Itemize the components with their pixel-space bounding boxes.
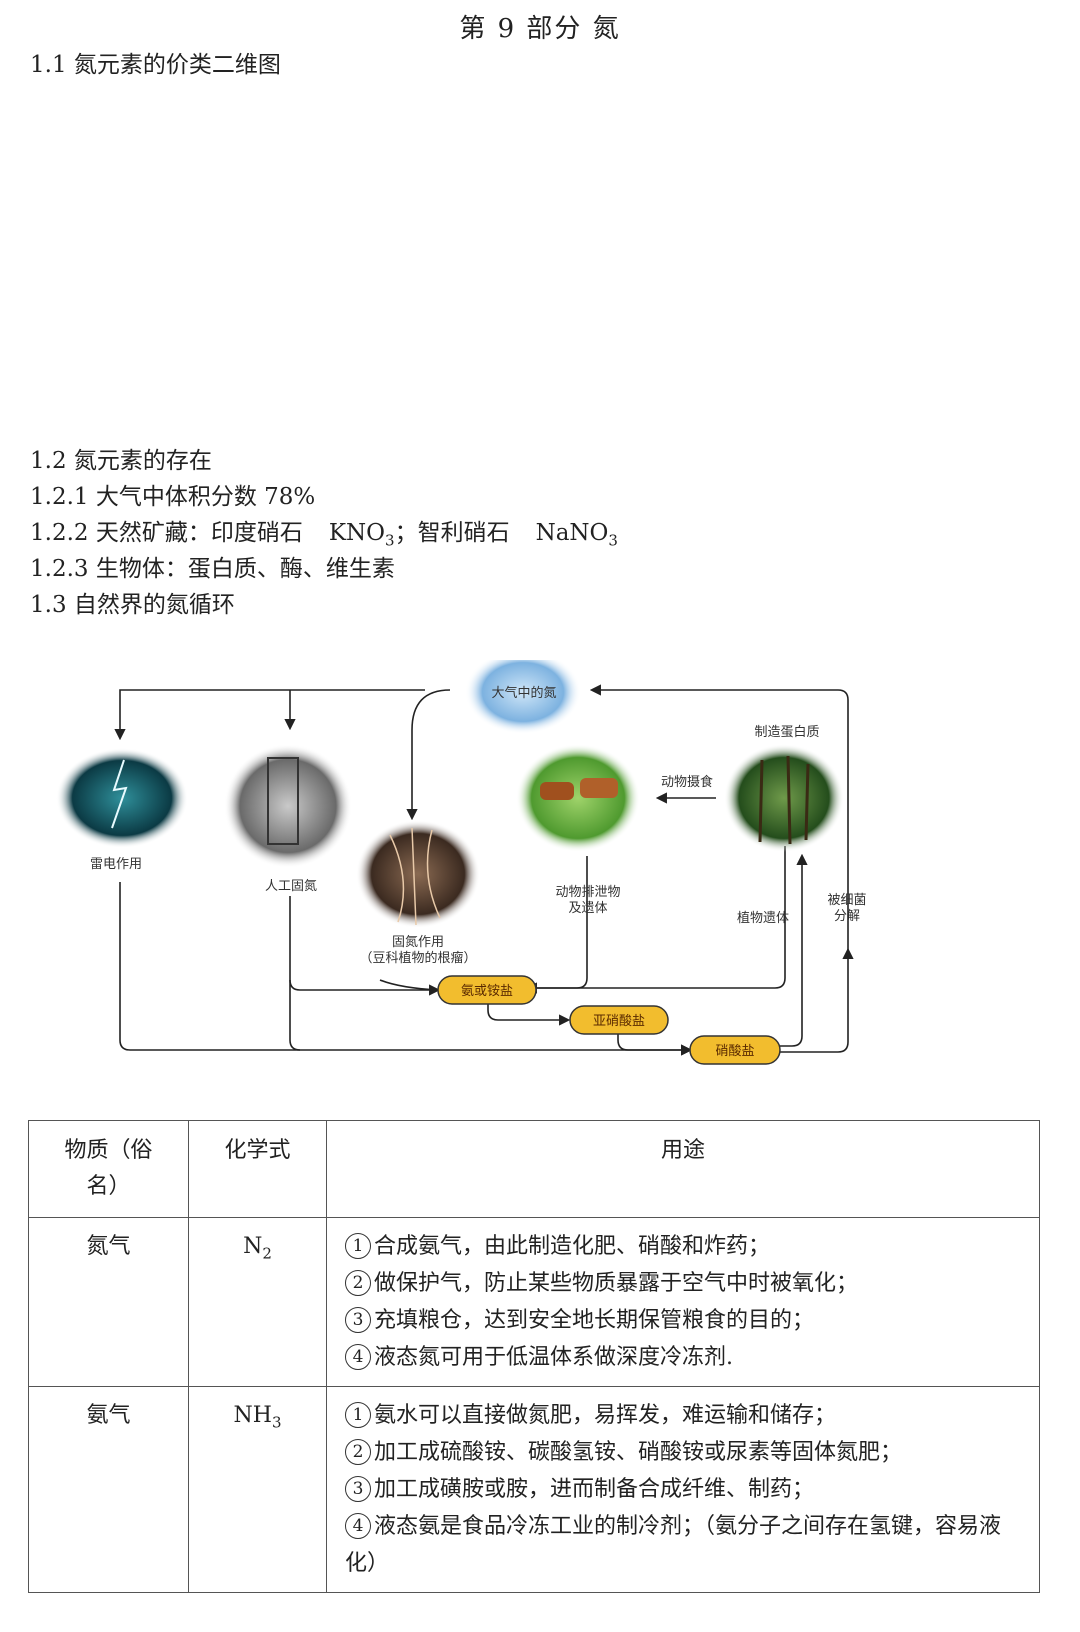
formula-cell: NH3 — [188, 1386, 327, 1593]
nitrite-pill — [569, 1005, 669, 1035]
section-1-2: 1.2 氮元素的存在 — [30, 448, 212, 474]
ammonia-label: 氨或铵盐 — [461, 984, 513, 999]
cow-icon — [540, 782, 574, 800]
nitrate-label: 硝酸盐 — [715, 1044, 754, 1059]
ammonia-pill — [437, 975, 537, 1005]
root-nodule-image — [356, 820, 480, 928]
tree-trunks-icon — [758, 755, 810, 845]
cow-icon — [580, 778, 618, 798]
excretion-sublabel: 及遗体 — [568, 901, 607, 916]
ore-mid: ；智利硝石 — [394, 520, 510, 546]
nitrite-label: 亚硝酸盐 — [593, 1014, 645, 1029]
factory-image — [224, 744, 352, 868]
section-1-1: 1.1 氮元素的价类二维图 — [30, 52, 281, 78]
lightning-bolt-icon — [111, 759, 128, 829]
atmosphere-label: 大气中的氮 — [491, 685, 556, 701]
section-1-2-1: 1.2.1 大气中体积分数 78% — [30, 484, 316, 510]
formula-kno3: KNO3 — [328, 520, 395, 550]
roots-icon — [389, 827, 441, 926]
page-title: 第 9 部分 氮 — [459, 14, 621, 44]
section-1-2-3: 1.2.3 生物体：蛋白质、酶、维生素 — [30, 556, 395, 582]
atmosphere-image — [465, 660, 581, 734]
header-formula: 化学式 — [188, 1120, 327, 1218]
nitrogen-cycle-diagram: 大气中的氮 雷电作用 人工固氮 固氮作用 （豆科植物的根瘤） 动物排泄物 及遗体… — [56, 660, 867, 1065]
protein-label: 制造蛋白质 — [754, 724, 819, 740]
forest-image — [724, 744, 844, 852]
ore-prefix: 1.2.2 天然矿藏：印度硝石 — [30, 520, 303, 546]
bacteria-label: 被细菌 — [827, 893, 866, 908]
fixation-sublabel: （豆科植物的根瘤） — [359, 950, 476, 966]
substance-cell: 氮气 — [28, 1217, 189, 1387]
formula-nano3: NaNO3 — [535, 520, 618, 550]
formula-cell: N2 — [188, 1217, 327, 1387]
table-header-row: 物质（俗名） 化学式 用途 — [28, 1120, 1040, 1218]
excretion-label: 动物排泄物 — [555, 885, 620, 900]
eating-label: 动物摄食 — [661, 774, 713, 790]
header-use: 用途 — [326, 1120, 1040, 1218]
cattle-image — [516, 744, 640, 852]
section-1-3: 1.3 自然界的氮循环 — [30, 592, 235, 618]
nitrate-pill — [689, 1035, 781, 1065]
plant-remains-label: 植物遗体 — [737, 911, 789, 926]
fixation-label: 固氮作用 — [392, 935, 444, 950]
artificial-fixation-label: 人工固氮 — [265, 879, 317, 894]
header-substance: 物质（俗名） — [28, 1120, 189, 1218]
lightning-label: 雷电作用 — [90, 857, 142, 872]
substance-cell: 氨气 — [28, 1386, 189, 1593]
factory-tower-icon — [267, 757, 299, 845]
section-1-2-2: 1.2.2 天然矿藏：印度硝石 KNO3；智利硝石 NaNO3 — [30, 518, 618, 556]
bacteria-sublabel: 分解 — [834, 909, 860, 924]
